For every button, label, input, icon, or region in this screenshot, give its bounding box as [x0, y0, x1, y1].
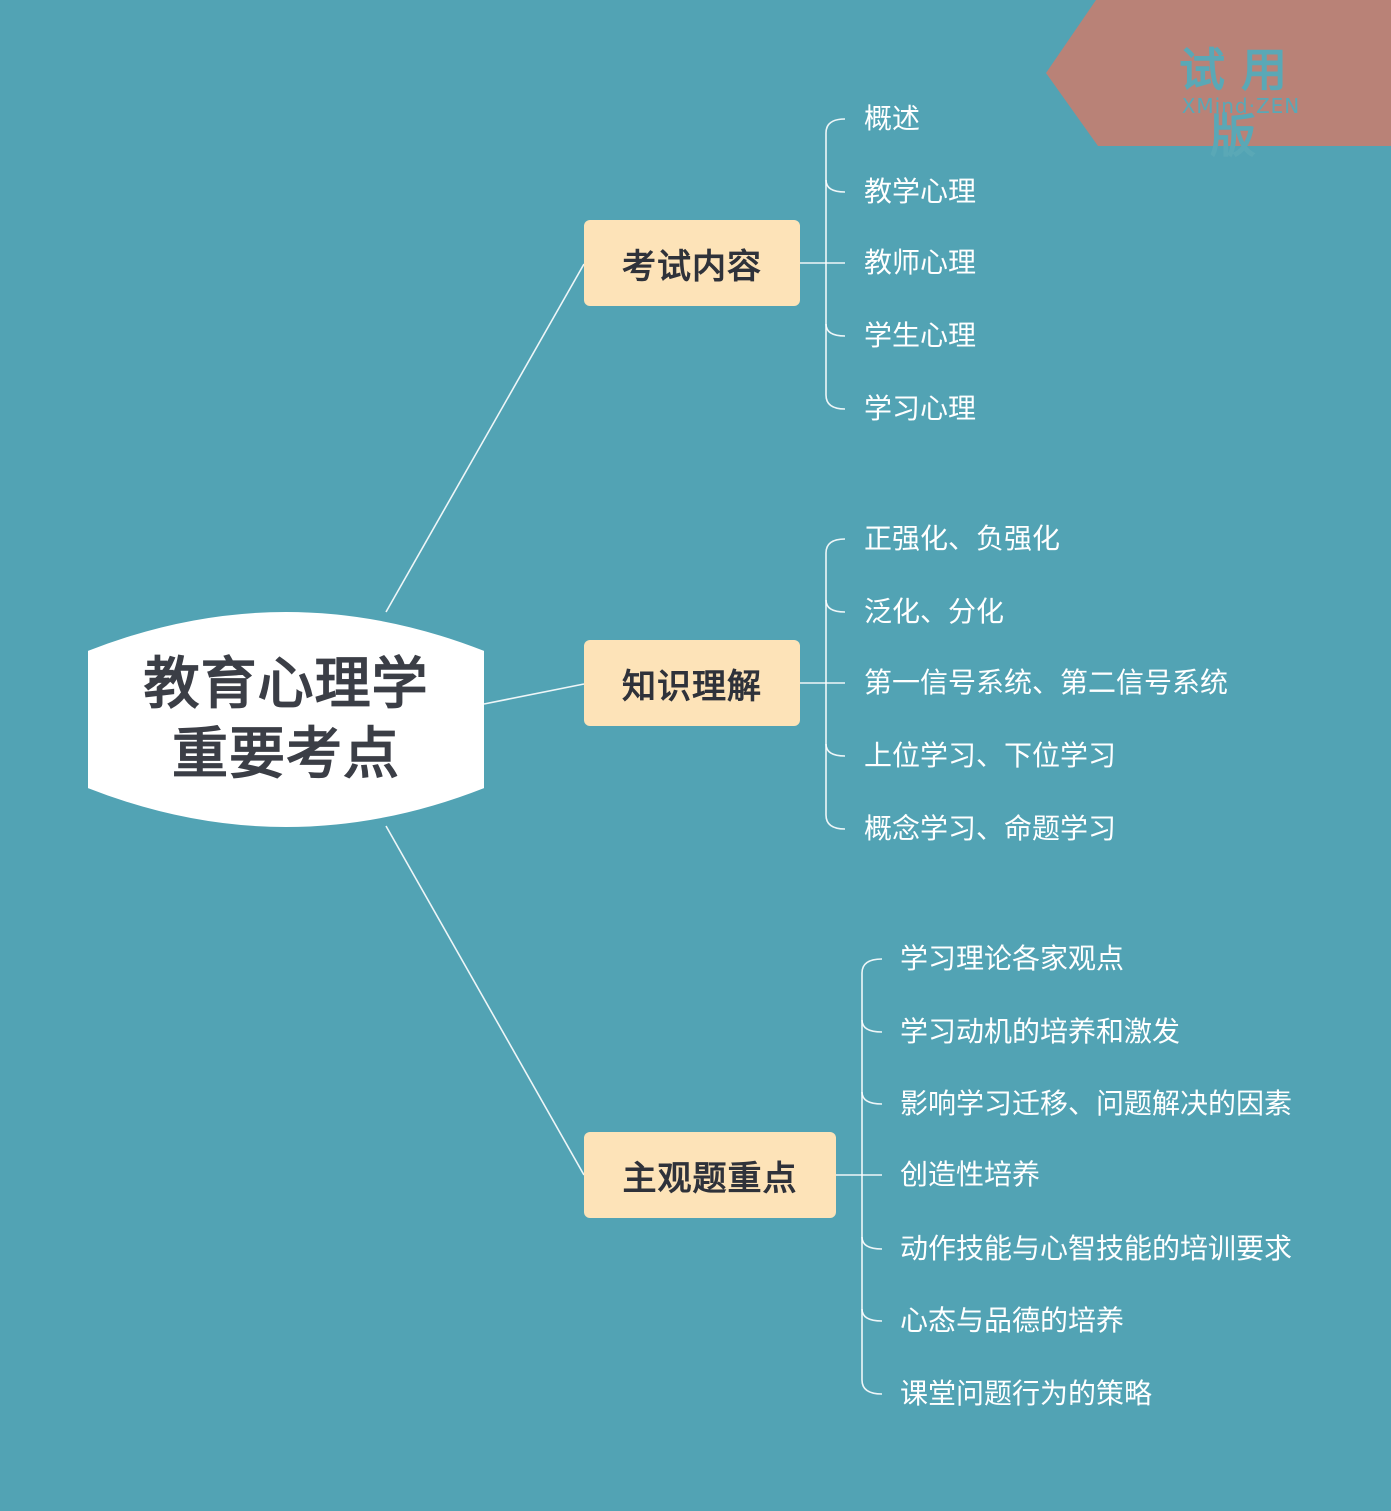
- branch-topic-knowledge[interactable]: 知识理解: [584, 640, 800, 726]
- root-title-line-1: 教育心理学: [143, 651, 429, 717]
- subtopic[interactable]: 概述: [864, 102, 921, 135]
- subtopic[interactable]: 课堂问题行为的策略: [900, 1377, 1153, 1410]
- trial-watermark: 试用版 XMind·ZEN: [1046, 0, 1391, 163]
- subtopic[interactable]: 学习理论各家观点: [900, 942, 1125, 975]
- subtopic[interactable]: 心态与品德的培养: [900, 1304, 1125, 1337]
- connector-root-branch-1: [385, 263, 585, 613]
- subtopic[interactable]: 正强化、负强化: [864, 522, 1061, 555]
- branch-topic-subjective[interactable]: 主观题重点: [584, 1132, 836, 1218]
- subtopic[interactable]: 教师心理: [864, 246, 977, 279]
- watermark-subtitle: XMind·ZEN: [1181, 94, 1301, 118]
- root-title-line-2: 重要考点: [172, 721, 400, 787]
- subtopic[interactable]: 概念学习、命题学习: [864, 812, 1117, 845]
- root-topic[interactable]: 教育心理学 重要考点: [88, 604, 484, 835]
- subtopic[interactable]: 学习心理: [864, 392, 977, 425]
- subtopic[interactable]: 第一信号系统、第二信号系统: [864, 666, 1229, 699]
- subtopic[interactable]: 上位学习、下位学习: [864, 739, 1117, 772]
- subtopic[interactable]: 影响学习迁移、问题解决的因素: [900, 1087, 1293, 1120]
- subtopic[interactable]: 创造性培养: [900, 1158, 1041, 1191]
- subtopic[interactable]: 学习动机的培养和激发: [900, 1015, 1181, 1048]
- branch-topic-exam-content[interactable]: 考试内容: [584, 220, 800, 306]
- subtopic[interactable]: 教学心理: [864, 175, 977, 208]
- subtopic[interactable]: 泛化、分化: [864, 595, 1005, 628]
- connector-root-branch-2: [483, 683, 585, 705]
- connector-root-branch-3: [385, 825, 585, 1176]
- subtopic[interactable]: 学生心理: [864, 319, 977, 352]
- watermark-title: 试用版: [1179, 43, 1303, 163]
- subtopic[interactable]: 动作技能与心智技能的培训要求: [900, 1232, 1293, 1265]
